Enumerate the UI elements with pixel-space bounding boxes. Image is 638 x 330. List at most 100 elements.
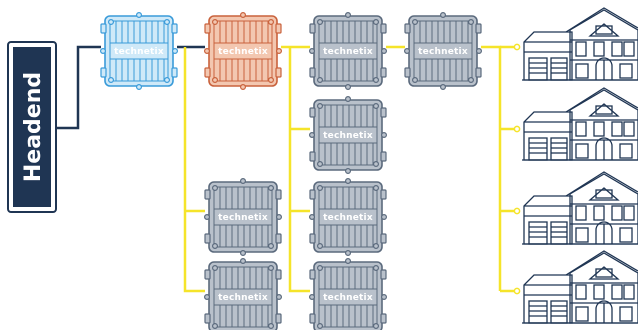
window [575,121,587,137]
amp-port [275,233,282,244]
amp-bolt [275,47,282,54]
amp-bolt [163,76,170,83]
amp-bolt [239,83,246,90]
amp-brand-label: technetix [418,47,468,57]
amp-bolt [316,102,324,110]
amp-brand-label: technetix [218,293,268,303]
amp-port [100,67,107,78]
amp-bolt [308,293,316,300]
house-roof [565,7,638,33]
window [623,121,635,137]
amp-bolt [203,47,211,54]
amp-label-plate [213,208,273,226]
amp-bolt [316,18,324,26]
amp-bolt [372,184,379,192]
amp-port [380,67,387,78]
front-door [595,57,613,80]
amp-bolt [475,47,482,54]
amp-orange[interactable]: technetix [203,11,282,90]
amp-bolt [308,131,316,138]
amp-port [204,269,211,280]
amp-c1r2[interactable]: technetix [203,177,282,256]
amp-port [475,23,482,34]
amp-brand-label: technetix [218,47,268,57]
cables [56,43,521,295]
amp-bolt [99,47,107,54]
amp-bolt [211,18,219,26]
amp-bolt [380,131,387,138]
amp-port [204,233,211,244]
amp-bolt [467,18,474,26]
amp-bolt [411,76,419,83]
amp-brand-label: technetix [323,293,373,303]
amp-port [275,269,282,280]
amp-bolt [135,11,142,19]
house-roof [565,250,638,276]
garage-door [528,137,548,161]
house-2 [522,171,638,245]
amp-port [380,107,387,118]
amp-c2r2[interactable]: technetix [308,177,387,256]
amp-port [309,151,316,162]
amp-bolt [211,242,219,249]
window [619,306,633,322]
front-door [595,300,613,323]
amp-c2r0[interactable]: technetix [308,11,387,90]
attic-window [595,25,613,35]
window [593,121,605,137]
amp-bolt [267,264,274,272]
tap-point-0 [513,43,521,51]
amp-label-plate [413,42,473,60]
amp-brand-label: technetix [114,47,164,57]
window [611,121,623,137]
amp-bolt [439,83,446,90]
amp-port [204,23,211,34]
amp-port [380,313,387,324]
amp-port [275,313,282,324]
amp-bolt [316,242,324,249]
amp-bolt [372,242,379,249]
amp-bolt [135,83,142,90]
front-door [595,137,613,160]
amp-bolt [267,18,274,26]
amp-brand-label: technetix [323,213,373,223]
amp-port [309,67,316,78]
amp-bolt [211,184,219,192]
amp-c3r0[interactable]: technetix [403,11,482,90]
amp-label-plate [318,208,378,226]
house-gable [588,23,620,37]
window [623,284,635,300]
amp-bolt [267,184,274,192]
garage-door [550,300,568,324]
window [593,205,605,221]
window [623,41,635,57]
amp-port [171,23,178,34]
amp-bolt [380,293,387,300]
amp-bolt [211,264,219,272]
amp-c2r1[interactable]: technetix [308,95,387,174]
cable-branch-left [183,47,205,293]
attic-window [595,105,613,115]
window [575,284,587,300]
amp-blue[interactable]: technetix [99,11,178,90]
amp-port [275,67,282,78]
amp-bolt [316,322,324,329]
amp-bolt [239,11,246,19]
amp-bolt [203,213,211,220]
amp-bolt [275,213,282,220]
amp-bolt [344,83,351,90]
amp-bolt [372,160,379,167]
window [611,284,623,300]
amp-port [204,67,211,78]
amp-c2r3[interactable]: technetix [308,257,387,330]
amp-c1r3[interactable]: technetix [203,257,282,330]
amp-brand-label: technetix [323,131,373,141]
house-1 [522,87,638,161]
house-0 [522,7,638,81]
amp-bolt [467,76,474,83]
amp-port [309,107,316,118]
houses [522,7,638,324]
amp-port [309,269,316,280]
amp-bolt [344,177,351,185]
